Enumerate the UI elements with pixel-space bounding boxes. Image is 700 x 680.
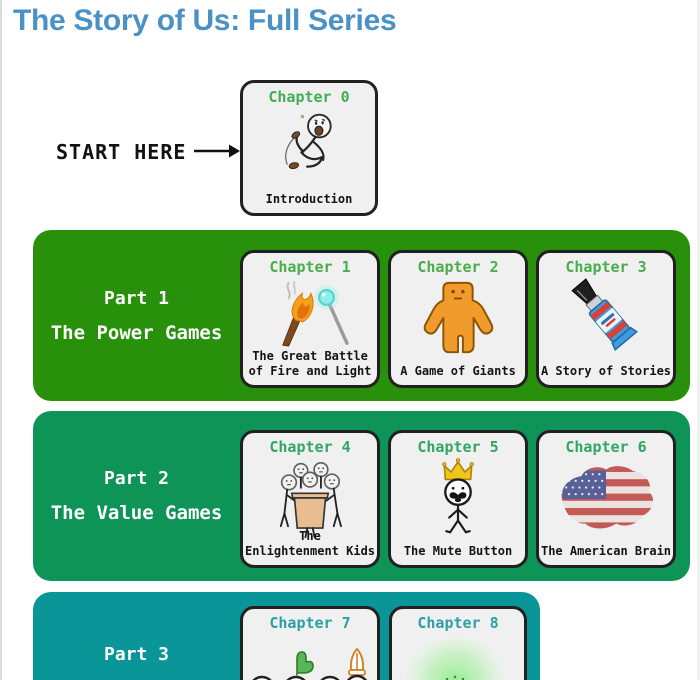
- part-1-name: Part 1: [103, 287, 170, 309]
- glue-tube-icon: [571, 278, 638, 352]
- chapter-6-card[interactable]: Chapter 6: [536, 430, 676, 568]
- part-1-label-block: Part 1 The Power Games: [33, 230, 240, 401]
- chapter-4-label: Chapter 4: [269, 438, 351, 456]
- green-glow-crowd-icon: [403, 639, 507, 680]
- part-3-label-block: Part 3: [33, 592, 240, 680]
- chapter-1-card[interactable]: Chapter 1 The Great Battle of Fire and L…: [240, 250, 380, 388]
- orange-giant-icon: [423, 281, 494, 354]
- chapter-5-label: Chapter 5: [417, 438, 499, 456]
- chapter-3-caption: A Story of Stories: [540, 364, 672, 378]
- chapter-6-label: Chapter 6: [565, 438, 647, 456]
- part-2-band: Part 2 The Value Games Chapter 4: [33, 411, 690, 581]
- chapter-8-label: Chapter 8: [417, 614, 499, 632]
- part-2-label-block: Part 2 The Value Games: [33, 411, 240, 581]
- chapter-7-label: Chapter 7: [269, 614, 351, 632]
- right-arrow-icon: [194, 144, 240, 158]
- start-here-label: START HERE: [56, 140, 187, 164]
- chapter-7-card[interactable]: Chapter 7: [240, 606, 380, 680]
- right-edge-divider: [697, 0, 700, 680]
- chapter-0-card[interactable]: Chapter 0 Introduction: [240, 80, 378, 216]
- chapter-0-caption: Introduction: [265, 192, 353, 206]
- flag-brain-icon: [561, 466, 654, 529]
- chapter-2-caption: A Game of Giants: [400, 364, 516, 378]
- heads-finger-mitre-icon: [252, 648, 367, 680]
- part-1-band: Part 1 The Power Games Chapter 1 The Gre…: [33, 230, 690, 401]
- chapter-2-label: Chapter 2: [417, 258, 499, 276]
- part-2-subtitle: The Value Games: [50, 502, 223, 524]
- chapter-5-card[interactable]: Chapter 5 The Mute Button: [388, 430, 528, 568]
- part-2-name: Part 2: [103, 468, 170, 489]
- chapter-4-card[interactable]: Chapter 4: [240, 430, 380, 568]
- chapter-3-label: Chapter 3: [565, 258, 647, 276]
- chapter-1-label: Chapter 1: [269, 258, 351, 276]
- chapter-2-card[interactable]: Chapter 2 A Game of Giants: [388, 250, 528, 388]
- part-1-subtitle: The Power Games: [50, 321, 223, 344]
- chapter-1-caption: The Great Battle of Fire and Light: [248, 349, 372, 378]
- torch-and-wand-icon: [282, 280, 349, 347]
- chapter-8-card[interactable]: Chapter 8: [389, 606, 527, 680]
- kids-at-podium-icon: [279, 461, 342, 539]
- chapter-5-caption: The Mute Button: [403, 544, 513, 558]
- crowned-figure-icon: [442, 458, 474, 534]
- part-3-name: Part 3: [103, 644, 170, 665]
- left-edge-divider: [0, 0, 2, 680]
- tripping-stick-figure-icon: [285, 113, 332, 170]
- page-title: The Story of Us: Full Series: [13, 4, 397, 37]
- chapter-4-caption: The Enlightenment Kids: [244, 529, 376, 558]
- chapter-0-label: Chapter 0: [268, 88, 350, 106]
- part-3-band: Part 3 Chapter 7 Chapter 8: [33, 592, 540, 680]
- chapter-3-card[interactable]: Chapter 3 A Story of Stories: [536, 250, 676, 388]
- chapter-6-caption: The American Brain: [540, 544, 672, 558]
